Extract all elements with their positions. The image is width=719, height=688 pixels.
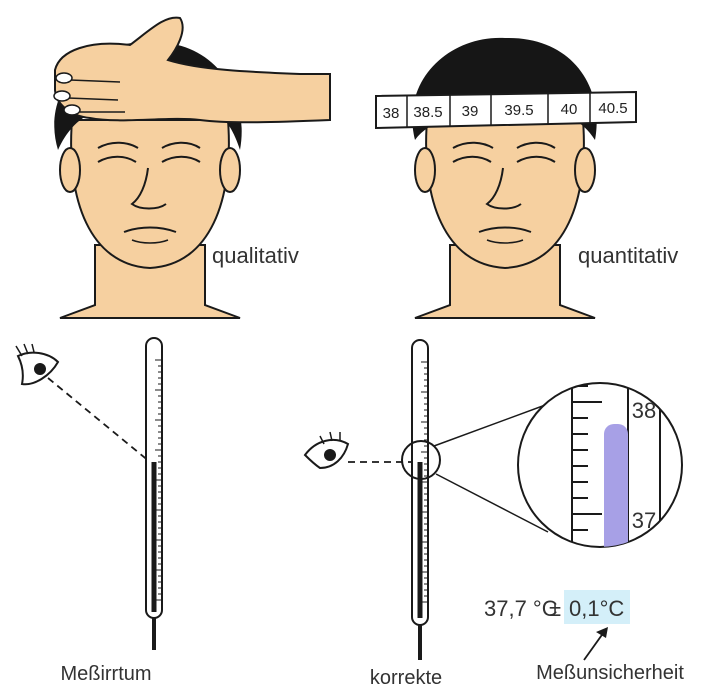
head-with-hand-illustration: [54, 18, 330, 318]
zoom-label-38: 38: [632, 398, 656, 423]
plus-minus-sign: ±: [549, 596, 561, 621]
correct-caption: korrekte: [370, 667, 442, 688]
thermometer-left: [146, 338, 162, 650]
band-value-38: 38: [383, 105, 400, 122]
error-caption: Meßirrtum: [60, 663, 151, 685]
wrong-sightline: [48, 378, 150, 462]
band-value-38-5: 38.5: [413, 104, 442, 121]
zoomed-scale-view: 38 37: [518, 370, 682, 564]
eye-icon-right: [305, 432, 348, 468]
eye-icon-left: [16, 344, 58, 384]
measurement-value: 37,7 °C: [484, 596, 558, 621]
qualitative-label: qualitativ: [212, 243, 299, 268]
thermometer-right: [412, 340, 428, 660]
band-value-40-5: 40.5: [598, 100, 627, 117]
zoom-label-37: 37: [632, 508, 656, 533]
band-value-39-5: 39.5: [504, 102, 533, 119]
uncertainty-arrow: [584, 632, 604, 660]
measurement-uncertainty: 0,1°C: [569, 596, 624, 621]
band-value-40: 40: [561, 101, 578, 118]
uncertainty-caption: Meßunsicherheit: [536, 662, 684, 684]
band-value-39: 39: [462, 103, 479, 120]
quantitative-label: quantitativ: [578, 243, 678, 268]
arrow-head-icon: [596, 627, 608, 638]
head-with-band-illustration: [376, 38, 636, 318]
